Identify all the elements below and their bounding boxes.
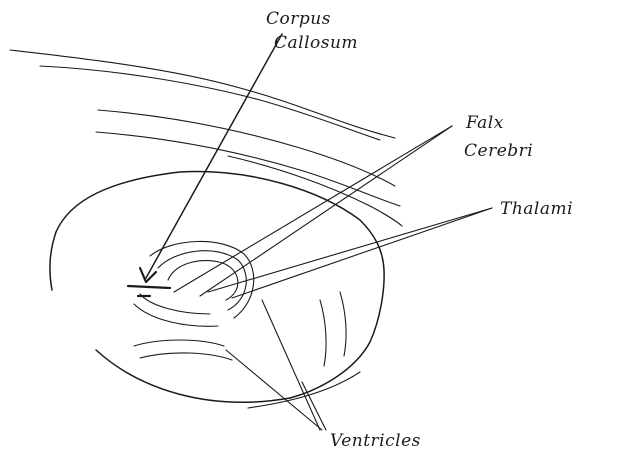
ventricle-curve-1 <box>134 340 224 346</box>
brain-outline-right <box>290 270 384 398</box>
contour-line-5 <box>228 156 402 226</box>
corpus-callosum-pointer <box>146 34 282 278</box>
internal-structures <box>128 241 346 366</box>
contour-line-4 <box>96 132 400 206</box>
ventricle-curve-2 <box>140 353 232 360</box>
label-corpus-callosum-line2: Callosum <box>274 33 358 53</box>
thalami-pointer-1 <box>208 208 492 292</box>
lower-arc-2 <box>134 304 218 326</box>
right-stroke-2 <box>340 292 346 356</box>
brain-outline-top <box>56 172 384 270</box>
pointer-lines <box>140 34 492 430</box>
label-ventricles: Ventricles <box>330 431 421 451</box>
ventricles-pointer-1 <box>262 300 320 430</box>
label-falx-cerebri-line2: Cerebri <box>464 141 533 161</box>
midline-dash <box>128 286 170 288</box>
falx-cerebri-pointer-1 <box>174 126 452 292</box>
contour-line-3 <box>98 110 395 186</box>
label-corpus-callosum-line1: Corpus <box>266 9 331 29</box>
bottom-stroke <box>248 372 360 408</box>
label-falx-cerebri-line1: Falx <box>465 113 504 133</box>
label-thalami: Thalami <box>500 199 573 219</box>
brain-outline-bottom <box>96 350 290 402</box>
thalamus-arc-2 <box>158 251 246 310</box>
lower-arc-1 <box>140 294 210 314</box>
right-stroke-1 <box>320 300 326 366</box>
ventricles-pointer-2 <box>226 350 322 430</box>
brain-outline-left <box>50 232 56 290</box>
falx-cerebri-pointer-2 <box>200 126 452 296</box>
contour-line-2 <box>40 66 380 140</box>
